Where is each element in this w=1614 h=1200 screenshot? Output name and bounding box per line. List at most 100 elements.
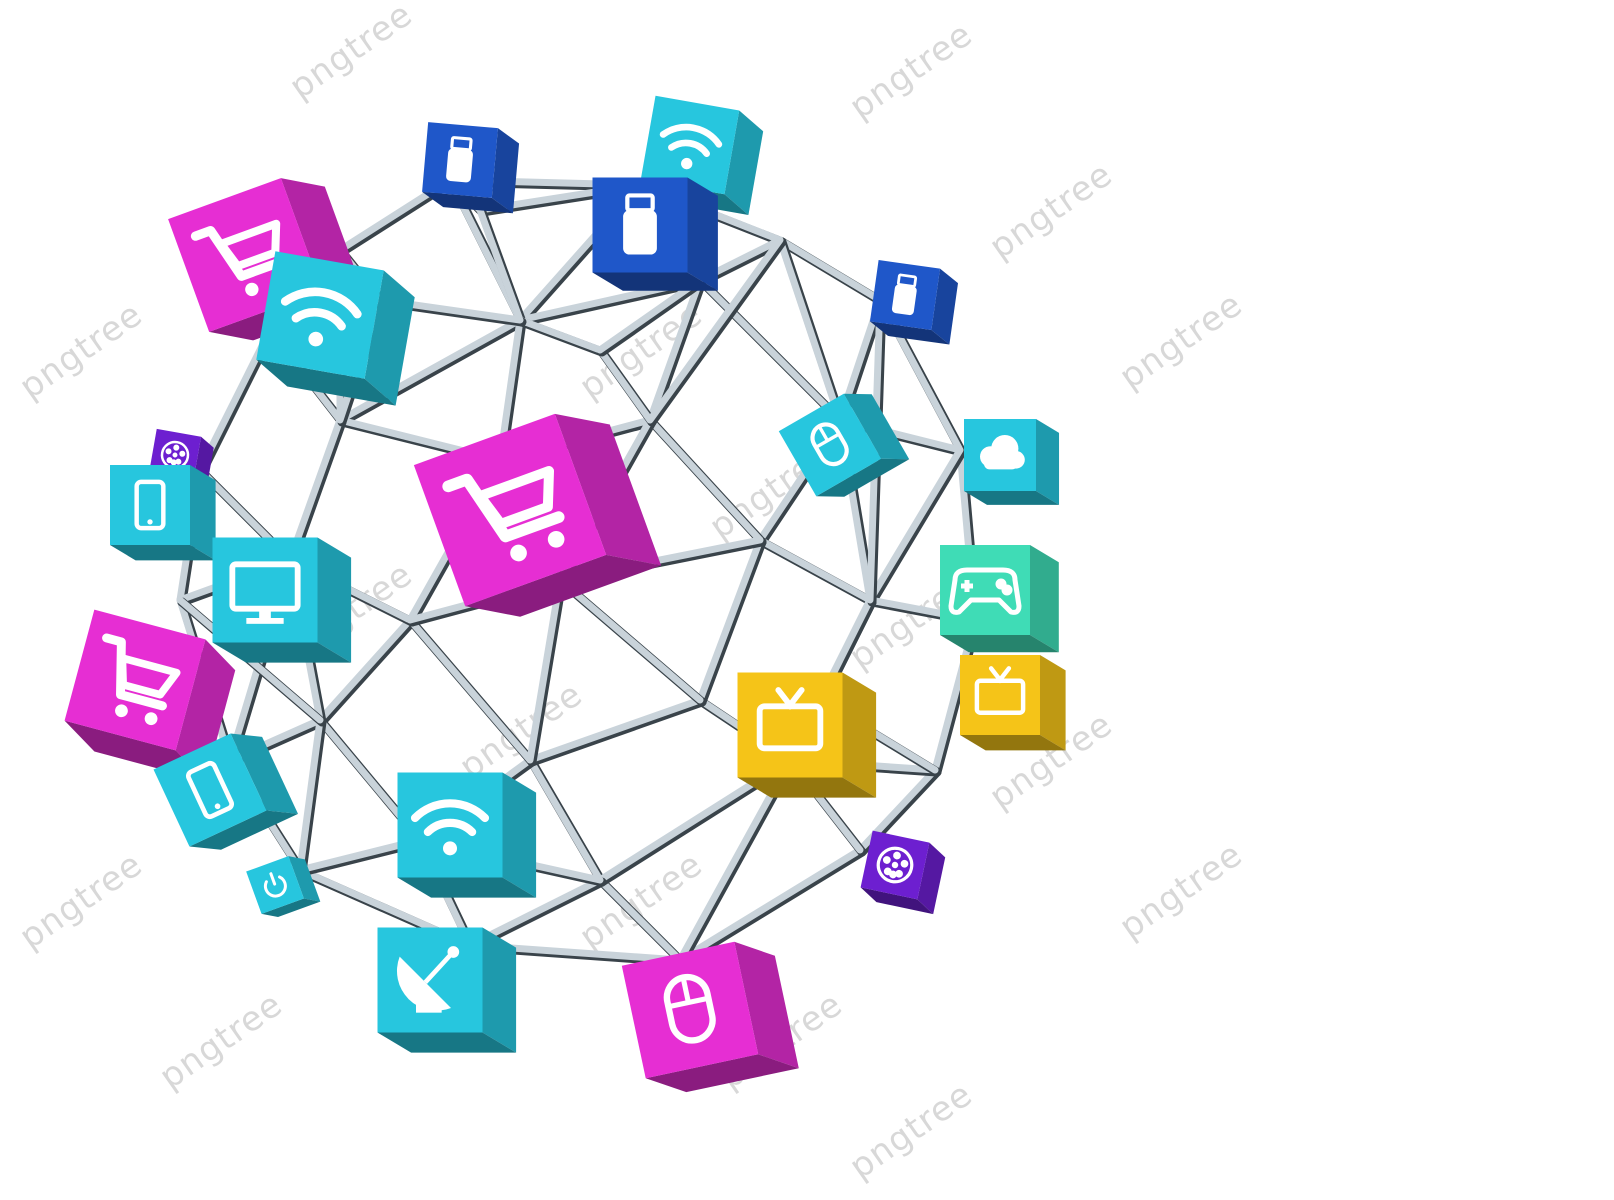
cyan-icon-cube bbox=[964, 419, 1060, 505]
cube-front-face bbox=[64, 609, 206, 751]
frame-strut bbox=[296, 716, 324, 874]
watermark: pngtree bbox=[282, 0, 420, 107]
frame-strut bbox=[476, 206, 524, 324]
cube-bottom-face bbox=[422, 191, 513, 214]
cube-bottom-face bbox=[869, 321, 950, 345]
cube-bottom-face bbox=[860, 887, 934, 915]
frame-strut bbox=[756, 536, 874, 604]
frame-strut bbox=[556, 576, 704, 704]
magenta-icon-cube bbox=[64, 609, 236, 782]
blue-icon-cube bbox=[422, 122, 520, 214]
cube-side-face bbox=[1030, 545, 1059, 653]
cube-bottom-face bbox=[592, 272, 718, 291]
cube-side-face bbox=[230, 733, 299, 814]
cyan-icon-cube bbox=[153, 733, 299, 850]
frame-strut bbox=[646, 236, 784, 424]
green-icon-cube bbox=[940, 545, 1059, 653]
watermark: pngtree bbox=[152, 984, 290, 1097]
watermark: pngtree bbox=[842, 14, 980, 127]
frame-strut bbox=[336, 316, 524, 424]
cube-side-face bbox=[842, 672, 877, 798]
frame-strut bbox=[526, 696, 704, 764]
frame-strut bbox=[526, 576, 564, 764]
cyan-icon-cube bbox=[397, 772, 537, 898]
watermark: pngtree bbox=[982, 154, 1120, 267]
blue-icon-cube bbox=[869, 259, 959, 345]
cube-side-face bbox=[724, 110, 764, 216]
cube-side-face bbox=[190, 465, 216, 561]
frame-strut bbox=[776, 236, 884, 304]
frame-strut bbox=[596, 276, 704, 354]
cyan-icon-cube bbox=[377, 927, 517, 1053]
cube-bottom-face bbox=[397, 877, 537, 898]
frame-strut bbox=[596, 876, 684, 964]
cube-bottom-face bbox=[189, 810, 299, 850]
cube-side-face bbox=[502, 772, 537, 898]
watermark: pngtree bbox=[1112, 834, 1250, 947]
magenta-icon-cube bbox=[621, 941, 799, 1093]
watermark: pngtree bbox=[12, 294, 150, 407]
frame-strut bbox=[516, 316, 604, 354]
frame-strut bbox=[596, 346, 654, 424]
cube-front-face bbox=[153, 733, 267, 847]
icon-cubes bbox=[64, 95, 1066, 1093]
frame-strut bbox=[696, 536, 764, 704]
cube-bottom-face bbox=[256, 359, 396, 406]
cube-bottom-face bbox=[964, 491, 1060, 505]
frame-strut bbox=[676, 846, 864, 964]
cyan-icon-cube bbox=[778, 393, 910, 497]
frame-strut bbox=[646, 416, 764, 544]
frame-strut bbox=[696, 276, 844, 424]
cube-side-face bbox=[175, 639, 236, 782]
cube-bottom-face bbox=[645, 1054, 799, 1093]
cyan-icon-cube bbox=[256, 251, 415, 406]
purple-icon-cube bbox=[860, 830, 946, 915]
cube-side-face bbox=[1040, 655, 1066, 751]
cube-front-face bbox=[778, 393, 882, 497]
cube-side-face bbox=[917, 842, 946, 915]
cube-side-face bbox=[687, 177, 718, 291]
cube-front-face bbox=[110, 465, 190, 545]
cube-front-face bbox=[413, 413, 607, 607]
cube-side-face bbox=[491, 128, 520, 214]
cube-side-face bbox=[317, 537, 352, 663]
cube-bottom-face bbox=[261, 898, 321, 918]
watermark: pngtree bbox=[12, 844, 150, 957]
cube-side-face bbox=[554, 413, 662, 566]
cube-bottom-face bbox=[816, 458, 910, 497]
cube-bottom-face bbox=[110, 545, 216, 561]
cube-side-face bbox=[482, 927, 517, 1053]
cube-side-face bbox=[931, 268, 959, 345]
cube-front-face bbox=[621, 941, 759, 1079]
cube-bottom-face bbox=[940, 635, 1059, 653]
cyan-icon-cube bbox=[212, 537, 352, 663]
watermark: pngtree bbox=[842, 1074, 980, 1187]
cube-bottom-face bbox=[960, 735, 1066, 751]
frame-strut bbox=[526, 756, 604, 884]
cube-front-face bbox=[212, 537, 318, 643]
cube-front-face bbox=[960, 655, 1040, 735]
frame-strut bbox=[776, 236, 844, 424]
cube-front-face bbox=[737, 672, 843, 778]
blue-icon-cube bbox=[592, 177, 718, 291]
cube-side-face bbox=[1036, 419, 1060, 505]
cube-side-face bbox=[734, 941, 799, 1069]
cube-bottom-face bbox=[737, 777, 877, 798]
yellow-icon-cube bbox=[960, 655, 1066, 751]
frame-strut bbox=[866, 446, 964, 604]
frame-strut bbox=[646, 276, 704, 424]
watermark: pngtree bbox=[1112, 284, 1250, 397]
cube-side-face bbox=[843, 393, 910, 460]
magenta-icon-cube bbox=[413, 413, 662, 617]
frame-strut bbox=[316, 616, 414, 724]
cube-bottom-face bbox=[212, 642, 352, 663]
cyan-icon-cube bbox=[246, 856, 321, 918]
yellow-icon-cube bbox=[737, 672, 877, 798]
cube-side-face bbox=[364, 270, 415, 406]
frame-strut bbox=[286, 416, 344, 564]
cube-side-face bbox=[288, 856, 321, 902]
frame-strut bbox=[406, 616, 534, 764]
cyan-icon-cube bbox=[110, 465, 216, 561]
cube-bottom-face bbox=[377, 1032, 517, 1053]
